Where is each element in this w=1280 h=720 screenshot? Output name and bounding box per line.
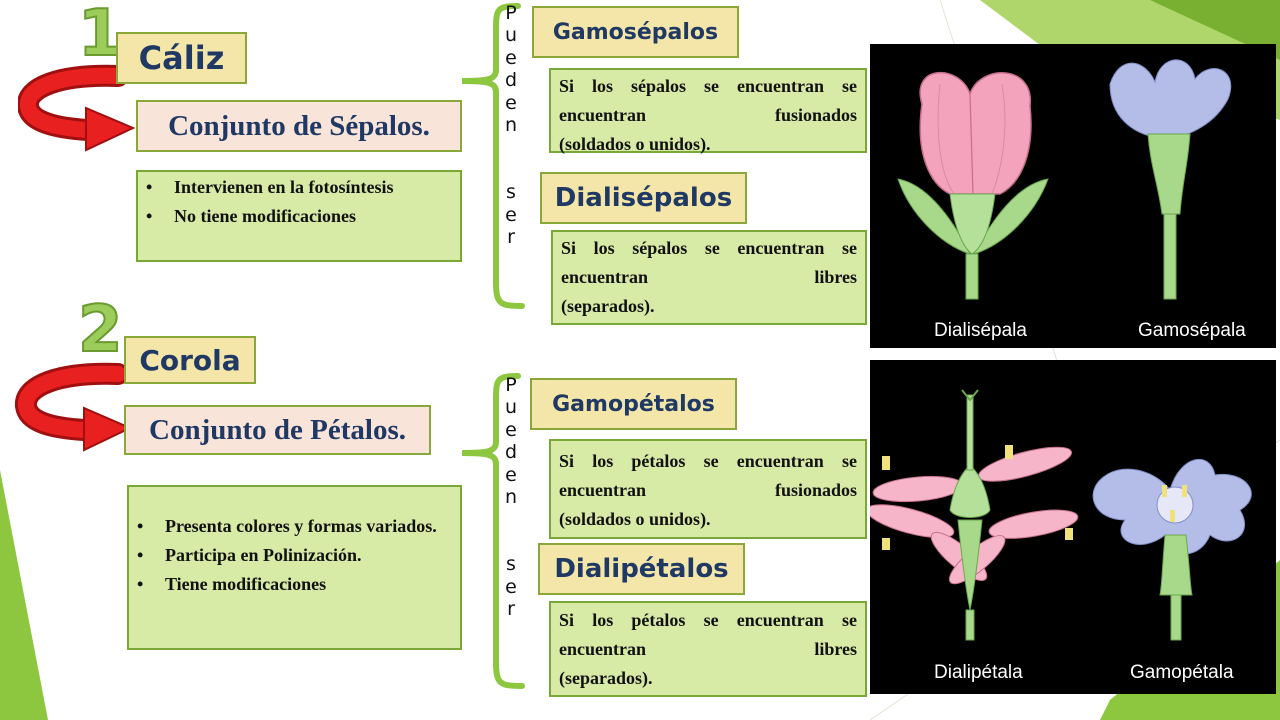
list-item: Tiene modificaciones <box>129 570 450 599</box>
desc-text-last: (soldados o unidos). <box>559 134 711 154</box>
image-caption: Dialipétala <box>934 662 1023 683</box>
calyx-definition: Conjunto de Sépalos. <box>136 100 462 152</box>
type-dialisepalos-desc: Si los sépalos se encuentran se encuentr… <box>551 230 867 325</box>
connector-text: P u e d e n s e r <box>504 374 518 621</box>
corolla-types-image: Dialipétala Gamopétala <box>866 360 1276 694</box>
list-item: Presenta colores y formas variados. <box>129 512 450 541</box>
image-caption: Dialisépala <box>934 320 1027 341</box>
section-number-1: 1 <box>77 0 124 71</box>
connector-text: P u e d e n s e r <box>504 2 518 249</box>
curved-arrow-icon <box>15 362 133 452</box>
type-gamopetalos-desc: Si los pétalos se encuentran se encuentr… <box>549 439 867 539</box>
bracket-icon <box>461 3 525 309</box>
desc-text-last: (separados). <box>561 296 655 316</box>
image-caption: Gamopétala <box>1130 662 1234 683</box>
corolla-definition: Conjunto de Pétalos. <box>124 405 431 455</box>
corolla-features-box: Presenta colores y formas variados. Part… <box>127 485 462 650</box>
desc-text: Si los sépalos se encuentran se encuentr… <box>561 238 857 287</box>
calyx-features-box: Intervienen en la fotosíntesis No tiene … <box>136 170 462 262</box>
calyx-title: Cáliz <box>116 32 247 84</box>
desc-text: Si los pétalos se encuentran se encuentr… <box>559 451 857 500</box>
desc-text-last: (soldados o unidos). <box>559 509 711 529</box>
curved-arrow-icon <box>18 64 136 152</box>
list-item: Intervienen en la fotosíntesis <box>138 173 450 202</box>
list-item: No tiene modificaciones <box>138 202 450 231</box>
flower-illustration <box>866 389 1252 641</box>
calyx-types-image: Dialisépala Gamosépala <box>870 44 1276 348</box>
desc-text-last: (separados). <box>559 668 653 688</box>
type-gamopetalos-title: Gamopétalos <box>530 378 737 430</box>
section-number-2: 2 <box>77 293 124 367</box>
type-dialipetalos-desc: Si los pétalos se encuentran se encuentr… <box>549 601 867 697</box>
desc-text: Si los pétalos se encuentran se encuentr… <box>559 610 857 659</box>
desc-text: Si los sépalos se encuentran se encuentr… <box>559 76 857 125</box>
type-dialipetalos-title: Dialipétalos <box>538 543 745 595</box>
type-gamosepalos-desc: Si los sépalos se encuentran se encuentr… <box>549 68 867 154</box>
bracket-icon <box>461 373 525 689</box>
image-caption: Gamosépala <box>1138 320 1246 341</box>
type-gamosepalos-title: Gamosépalos <box>532 6 739 58</box>
type-dialisepalos-title: Dialisépalos <box>540 172 747 224</box>
flower-illustration <box>897 59 1232 300</box>
list-item: Participa en Polinización. <box>129 541 450 570</box>
corolla-title: Corola <box>124 336 256 384</box>
